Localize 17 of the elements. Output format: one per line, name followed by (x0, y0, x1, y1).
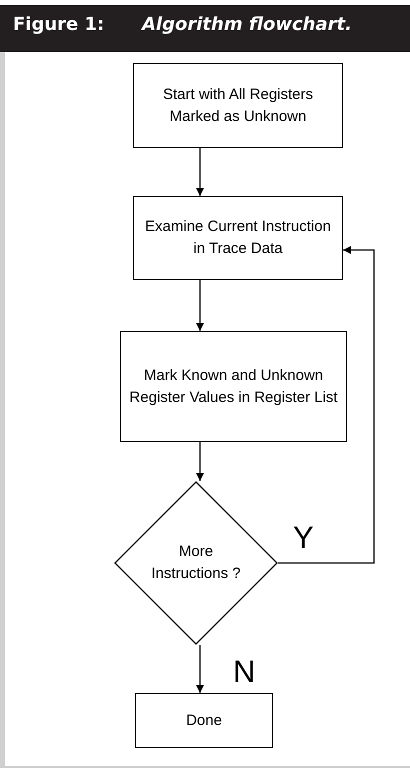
node-text: More Instructions ? (151, 542, 241, 584)
node-text: Done (185, 710, 223, 730)
process-box (133, 63, 343, 148)
node-text: Examine Current Instruction in Trace Data (144, 217, 332, 259)
node-text: Start with All Registers Marked as Unknown (162, 84, 314, 126)
figure-caption: Algorithm flowchart. (142, 14, 352, 35)
arrow (196, 148, 204, 196)
arrow (196, 280, 204, 331)
arrow (196, 442, 204, 481)
decision-diamond (114, 481, 278, 645)
figure-number: Figure 1: (13, 14, 104, 35)
process-box (120, 331, 347, 442)
node-text: Mark Known and Unknown Register Values in Register List (128, 366, 339, 408)
process-box (133, 196, 343, 280)
process-box (135, 693, 273, 748)
arrow (196, 645, 204, 693)
arrow (278, 246, 375, 564)
